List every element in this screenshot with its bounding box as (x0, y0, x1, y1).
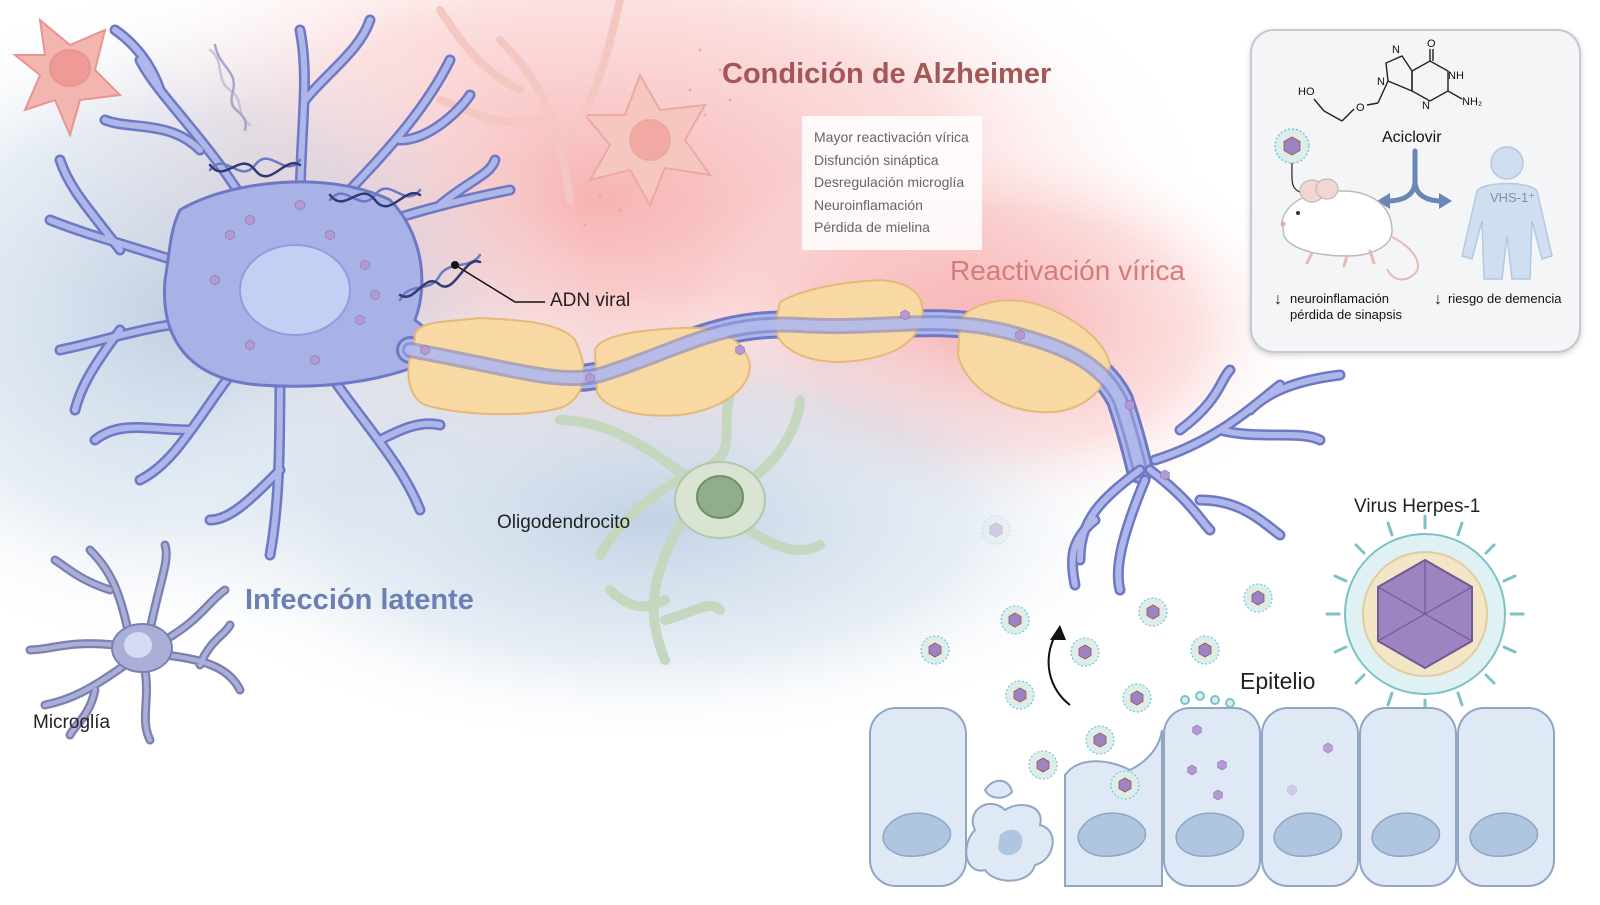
vhs1-positive-label: VHS-1⁺ (1490, 190, 1536, 205)
inset-virus (1274, 128, 1310, 194)
mouse-effects-note: neuroinflamación pérdida de sinapsis (1290, 291, 1402, 323)
decrease-arrow-icon: ↓ (1274, 291, 1282, 308)
svg-text:N: N (1392, 44, 1400, 56)
axon-over-myelin (402, 315, 1148, 478)
adn-viral-pointer (451, 261, 545, 303)
aciclovir-label: Aciclovir (1382, 129, 1442, 146)
dementia-risk-note: riesgo de demencia (1448, 291, 1562, 306)
note-synapse-loss: pérdida de sinapsis (1290, 307, 1403, 322)
treatment-arrow-heads (1377, 193, 1452, 209)
svg-text:NH: NH (1448, 70, 1464, 82)
symptom-item: Pérdida de mielina (814, 219, 930, 235)
microglia-label: Microglía (33, 712, 111, 733)
treatment-inset-panel: O N N N NH NH₂ O HO (1250, 29, 1581, 353)
herpes-virus-large (1325, 514, 1525, 714)
inset-illustration: O N N N NH NH₂ O HO (1274, 38, 1553, 281)
oligodendrocyte-label: Oligodendrocito (497, 512, 631, 533)
svg-text:O: O (1356, 102, 1365, 114)
mouse-icon (1280, 178, 1419, 281)
svg-text:N: N (1377, 76, 1385, 88)
alzheimer-cell (12, 17, 123, 138)
symptom-item: Disfunción sináptica (814, 151, 939, 168)
particles (583, 48, 732, 227)
latent-infection-title: Infección latente (245, 584, 474, 616)
epithelium (869, 691, 1555, 887)
viral-dna-label: ADN viral (550, 290, 631, 311)
symptoms-box: Mayor reactivación vírica Disfunción sin… (802, 116, 982, 250)
symptom-item: Mayor reactivación vírica (814, 129, 969, 145)
viral-dna (208, 43, 482, 302)
oligodendrocyte (555, 390, 825, 665)
budding-virions (1180, 691, 1235, 708)
svg-text:HO: HO (1298, 86, 1315, 98)
alzheimer-dendrites (436, 0, 624, 204)
note-neuroinflammation: neuroinflamación (1290, 291, 1390, 306)
human-icon (1461, 146, 1553, 280)
viral-reactivation-title: Reactivación vírica (950, 255, 1185, 286)
svg-text:O: O (1427, 38, 1436, 50)
axon-terminal-fill (1069, 367, 1343, 593)
symptom-item: Neuroinflamación (814, 196, 923, 213)
epithelium-label: Epitelio (1240, 668, 1316, 694)
treatment-arrow (1384, 148, 1445, 204)
microglia (25, 540, 245, 745)
decrease-arrow-icon: ↓ (1434, 291, 1442, 308)
neuron-soma (162, 180, 452, 388)
aciclovir-atoms: O N N N NH NH₂ O HO (1298, 38, 1482, 114)
herpes-virus-label: Virus Herpes-1 (1354, 496, 1481, 517)
symptom-item: Desregulación microglía (814, 174, 965, 190)
svg-text:N: N (1422, 100, 1430, 112)
aciclovir-structure (1313, 49, 1463, 122)
svg-text:NH₂: NH₂ (1462, 96, 1482, 108)
alzheimer-title: Condición de Alzheimer (722, 58, 1052, 90)
